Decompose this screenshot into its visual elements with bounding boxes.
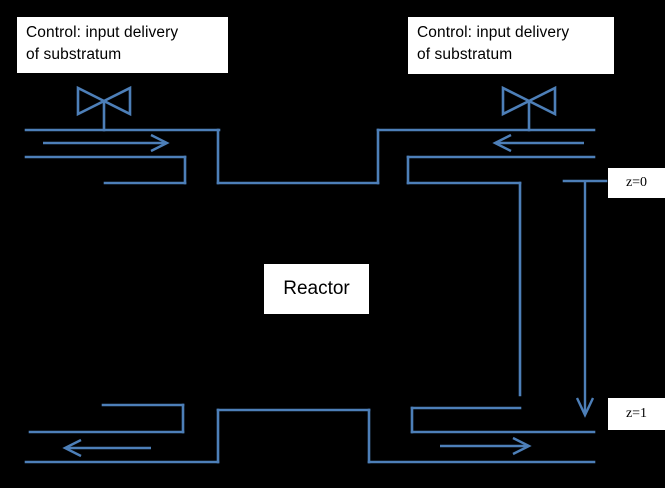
right-inlet-channel bbox=[376, 128, 596, 185]
reactor-label: Reactor bbox=[264, 264, 369, 314]
control-label-right: Control: input delivery of substratum bbox=[408, 17, 614, 74]
left-outlet-flow-arrow bbox=[62, 438, 151, 458]
z-bottom-label: z=1 bbox=[608, 398, 665, 430]
left-inlet-flow-arrow bbox=[43, 133, 170, 153]
control-label-right-line2: of substratum bbox=[417, 46, 513, 64]
right-inlet-flow-arrow bbox=[492, 133, 584, 153]
valve-left-icon bbox=[76, 85, 132, 132]
control-label-right-line1: Control: input delivery bbox=[417, 24, 570, 41]
left-inlet-channel bbox=[24, 128, 221, 185]
reactor-bottom-wall bbox=[216, 408, 371, 464]
valve-right-icon bbox=[501, 85, 557, 132]
control-label-left: Control: input delivery of substratum bbox=[17, 17, 228, 73]
right-outlet-channel bbox=[367, 406, 596, 464]
control-label-left-line2: of substratum bbox=[26, 46, 122, 64]
z-axis-arrow bbox=[562, 179, 608, 418]
reactor-top-wall bbox=[216, 128, 380, 185]
right-outlet-flow-arrow bbox=[440, 436, 532, 456]
control-label-left-line1: Control: input delivery bbox=[26, 24, 179, 41]
left-outlet-channel bbox=[24, 403, 220, 464]
z-top-label: z=0 bbox=[608, 168, 665, 198]
